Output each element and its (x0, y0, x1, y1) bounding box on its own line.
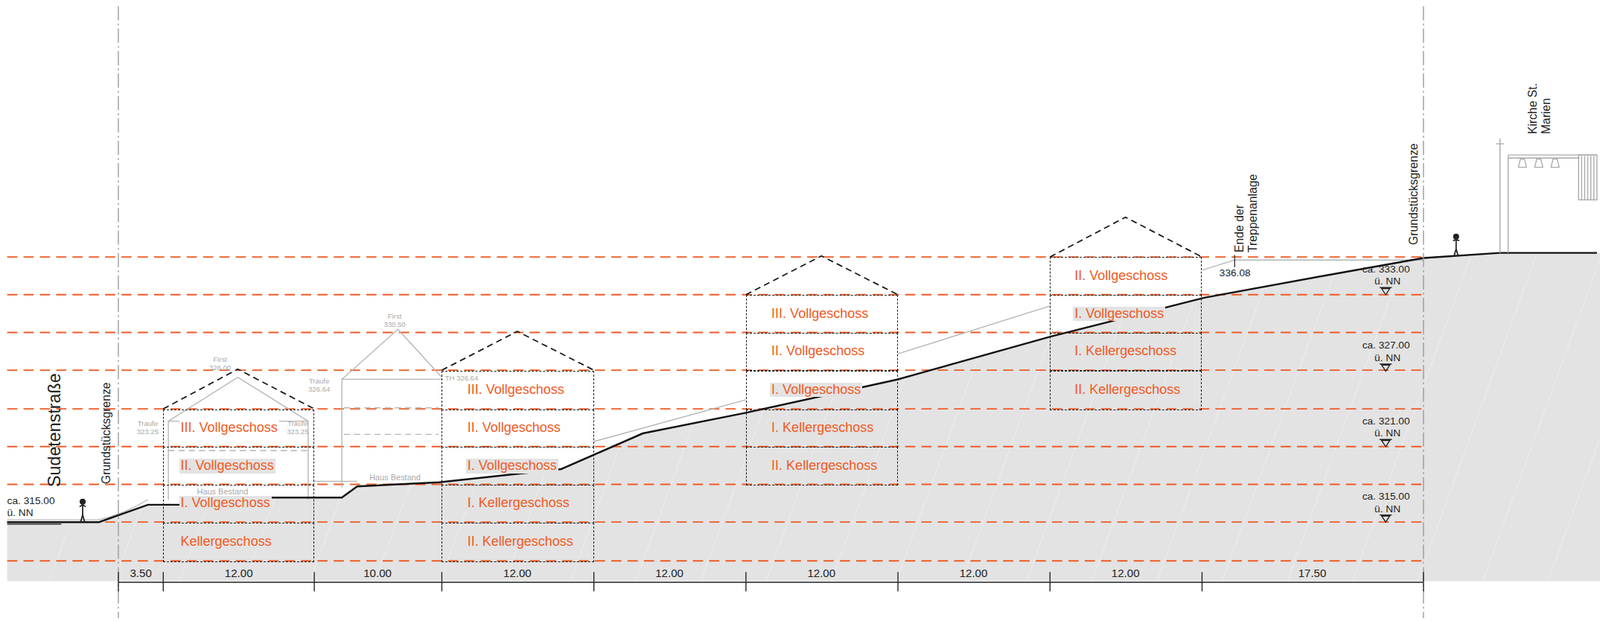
eaves-height: TH 326.64 (445, 373, 479, 382)
building-note: Haus Bestand (369, 472, 421, 483)
level-triangles (1379, 287, 1392, 522)
dimension: 12.00 (655, 566, 684, 580)
eaves-height: Traufe 323.25 (284, 419, 312, 436)
dimension: 12.00 (503, 566, 532, 580)
floor-label: III. Vollgeschoss (179, 420, 280, 436)
level-lines (7, 256, 1424, 561)
floor-box: II. Vollgeschoss (163, 446, 315, 486)
floor-box: II. Vollgeschoss (746, 332, 898, 372)
existing-buildings (7, 254, 1424, 520)
ridge-height: First 326.00 (206, 355, 234, 372)
floor-box: I. Vollgeschoss (441, 446, 594, 486)
floor-box: II. Kellergeschoss (1049, 370, 1202, 411)
ground (7, 253, 1600, 582)
floor-label: II. Vollgeschoss (769, 343, 866, 359)
boundaries (118, 5, 1424, 618)
level-unit: ü. NN (1374, 352, 1401, 365)
floor-box: II. Vollgeschoss (1049, 256, 1202, 296)
level-value: ca. 333.00 (1362, 263, 1411, 276)
floor-label: Kellergeschoss (179, 534, 274, 550)
dimension: 10.00 (363, 566, 392, 580)
floor-box: I. Kellergeschoss (746, 409, 898, 449)
floor-box: I. Kellergeschoss (1049, 332, 1202, 372)
church-label: Kirche St. Marien (1526, 62, 1554, 135)
building-note: Haus Bestand (197, 486, 249, 497)
level-unit: ü. NN (1374, 275, 1401, 288)
floor-label: I. Vollgeschoss (769, 382, 863, 398)
level-value: 336.08 (1219, 267, 1251, 280)
floor-label: II. Kellergeschoss (769, 458, 879, 474)
floor-label: II. Kellergeschoss (1072, 382, 1182, 398)
floor-box: II. Kellergeschoss (746, 446, 898, 486)
dimension: 12.00 (1111, 566, 1140, 580)
floor-label: II. Vollgeschoss (179, 458, 276, 474)
floor-label: III. Vollgeschoss (769, 306, 870, 322)
floor-label: II. Kellergeschoss (466, 534, 575, 550)
terrain-line (7, 253, 1598, 523)
ridge-height: First 330.50 (381, 311, 409, 329)
floor-label: I. Kellergeschoss (1072, 343, 1178, 359)
dimension: 17.50 (1298, 566, 1327, 580)
floor-box: I. Vollgeschoss (1049, 294, 1202, 334)
floor-box: II. Vollgeschoss (441, 409, 594, 449)
church (1495, 138, 1598, 253)
floor-label: I. Kellergeschoss (466, 495, 572, 511)
level-unit: ü. NN (1374, 427, 1401, 440)
person-figures (79, 234, 1460, 523)
roofs (163, 217, 1202, 409)
level-value: ca. 315.00 (1362, 490, 1411, 503)
level-unit: ü. NN (1374, 503, 1401, 516)
floor-label: I. Vollgeschoss (179, 495, 272, 511)
floor-box: I. Kellergeschoss (441, 484, 594, 524)
dimension: 12.00 (807, 566, 836, 580)
dimension: 3.50 (129, 566, 152, 580)
dimension: 12.00 (959, 566, 988, 580)
floor-label: I. Vollgeschoss (466, 458, 559, 474)
floor-box: III. Vollgeschoss (746, 294, 898, 334)
floor-label: II. Vollgeschoss (1072, 268, 1169, 284)
level-mark (7, 523, 62, 525)
level-value: ca. 327.00 (1362, 339, 1411, 352)
eaves-height: Traufe 323.25 (134, 419, 162, 436)
dimension: 12.00 (224, 566, 254, 580)
floor-label: I. Vollgeschoss (1072, 306, 1166, 322)
level-value: ca. 315.00 (7, 495, 56, 508)
floor-label: II. Vollgeschoss (466, 420, 563, 436)
floor-label: III. Vollgeschoss (466, 382, 566, 398)
eaves-height: Traufe 326.64 (304, 376, 333, 394)
floor-box: Kellergeschoss (163, 522, 315, 563)
floor-box: I. Vollgeschoss (746, 370, 898, 411)
level-unit: ü. NN (7, 507, 34, 519)
floor-label: I. Kellergeschoss (769, 420, 875, 436)
boundary-label: Grundstücksgrenze (1407, 142, 1421, 245)
dimension-line (118, 571, 1424, 592)
floor-box: II. Kellergeschoss (441, 522, 594, 563)
level-value: ca. 321.00 (1362, 415, 1411, 428)
stair-end-label: Ende der Treppenanlage (1232, 160, 1260, 252)
boundary-label: Grundstücksgrenze (99, 381, 114, 484)
street-name: Sudetenstraße (44, 373, 65, 487)
